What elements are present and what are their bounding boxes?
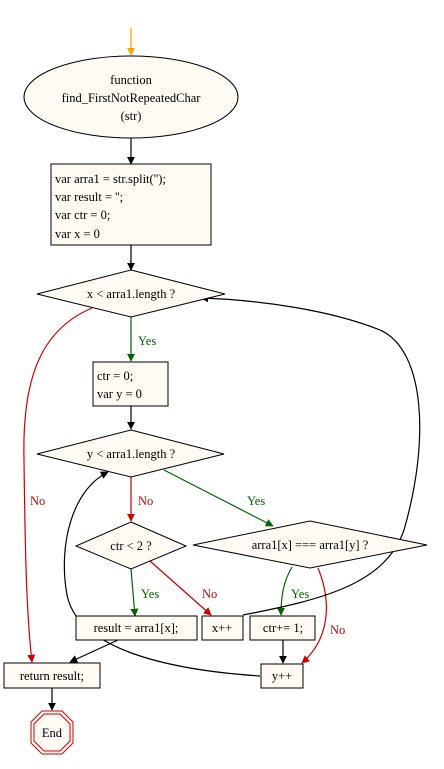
end-node: End <box>30 710 74 755</box>
increment-ctr-text: ctr+= 1; <box>263 621 303 635</box>
edge-compare-yes <box>277 566 293 616</box>
label-ctr-no: No <box>202 587 217 601</box>
increment-ctr-node: ctr+= 1; <box>249 615 316 641</box>
return-text: return result; <box>20 669 84 683</box>
label-ctr-yes: Yes <box>141 587 159 601</box>
increment-x-text: x++ <box>212 621 232 635</box>
function-keyword: function <box>110 73 152 87</box>
ctr-condition-node: ctr < 2 ? <box>74 521 188 570</box>
function-params: (str) <box>121 109 142 123</box>
init-block: var arra1 = str.split(''); var result = … <box>50 163 212 246</box>
outer-condition-text: x < arra1.length ? <box>87 287 176 301</box>
end-text: End <box>42 726 63 740</box>
label-outer-yes: Yes <box>138 334 156 348</box>
label-compare-no: No <box>330 623 345 637</box>
inner-condition-node: y < arra1.length ? <box>36 429 225 478</box>
edge-compare-no <box>301 567 327 664</box>
return-node: return result; <box>3 662 101 689</box>
reset-line-2: var y = 0 <box>97 387 142 401</box>
increment-x-node: x++ <box>201 615 244 641</box>
increment-y-node: y++ <box>260 663 304 689</box>
edge-inner-yes <box>163 469 274 527</box>
edge-x-inc-loop <box>200 294 421 616</box>
outer-condition-node: x < arra1.length ? <box>36 269 226 318</box>
edge-assign-to-return <box>69 639 119 663</box>
label-compare-yes: Yes <box>291 587 309 601</box>
reset-line-1: ctr = 0; <box>97 369 133 383</box>
edge-y-inc-loop <box>63 471 261 677</box>
compare-condition-node: arra1[x] === arra1[y] ? <box>192 520 428 569</box>
label-outer-no: No <box>30 494 45 508</box>
ctr-condition-text: ctr < 2 ? <box>110 539 152 553</box>
edge-outer-no <box>23 307 93 663</box>
increment-y-text: y++ <box>272 669 292 683</box>
init-line-3: var ctr = 0; <box>55 208 110 222</box>
function-node: function find_FirstNotRepeatedChar (str) <box>23 55 239 139</box>
assign-result-node: result = arra1[x]; <box>75 615 198 641</box>
init-line-2: var result = ''; <box>55 190 123 204</box>
function-name: find_FirstNotRepeatedChar <box>62 91 202 105</box>
inner-condition-text: y < arra1.length ? <box>87 447 176 461</box>
reset-block: ctr = 0; var y = 0 <box>92 361 169 407</box>
label-inner-yes: Yes <box>247 494 265 508</box>
init-line-1: var arra1 = str.split(''); <box>55 172 166 186</box>
edge-ctr-yes <box>130 568 139 617</box>
edge-ctr-no <box>149 560 212 616</box>
label-inner-no: No <box>138 494 153 508</box>
assign-result-text: result = arra1[x]; <box>94 621 179 635</box>
compare-condition-text: arra1[x] === arra1[y] ? <box>252 538 369 552</box>
init-line-4: var x = 0 <box>55 227 100 241</box>
